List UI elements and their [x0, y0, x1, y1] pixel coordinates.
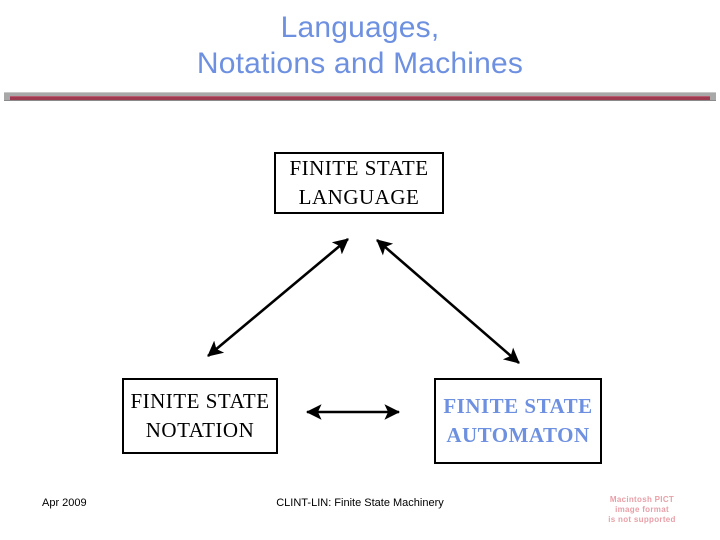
page-title: Languages, Notations and Machines — [196, 11, 524, 80]
title-divider-line — [10, 96, 710, 100]
pict-placeholder-line-1: Macintosh PICT — [609, 495, 675, 504]
pict-placeholder-line-3: is not supported — [608, 515, 676, 524]
node-finite-state-notation[interactable]: FINITE STATE NOTATION — [122, 378, 278, 454]
node-finite-state-language[interactable]: FINITE STATE LANGUAGE — [274, 152, 444, 214]
node-label-finite-state-language: FINITE STATE LANGUAGE — [289, 156, 429, 209]
pict-placeholder-line-2: image format — [615, 505, 669, 514]
node-label-finite-state-automaton: FINITE STATE AUTOMATON — [443, 394, 593, 447]
title-divider — [4, 92, 716, 101]
node-finite-state-automaton[interactable]: FINITE STATE AUTOMATON — [434, 378, 602, 464]
footer-title: CLINT-LIN: Finite State Machinery — [276, 497, 444, 509]
arrow-notation-language — [207, 238, 349, 357]
footer-date: Apr 2009 — [42, 497, 87, 509]
node-label-finite-state-notation: FINITE STATE NOTATION — [130, 389, 270, 442]
pict-unsupported-placeholder: Macintosh PICT image format is not suppo… — [592, 491, 692, 529]
arrow-language-automaton — [376, 239, 520, 364]
